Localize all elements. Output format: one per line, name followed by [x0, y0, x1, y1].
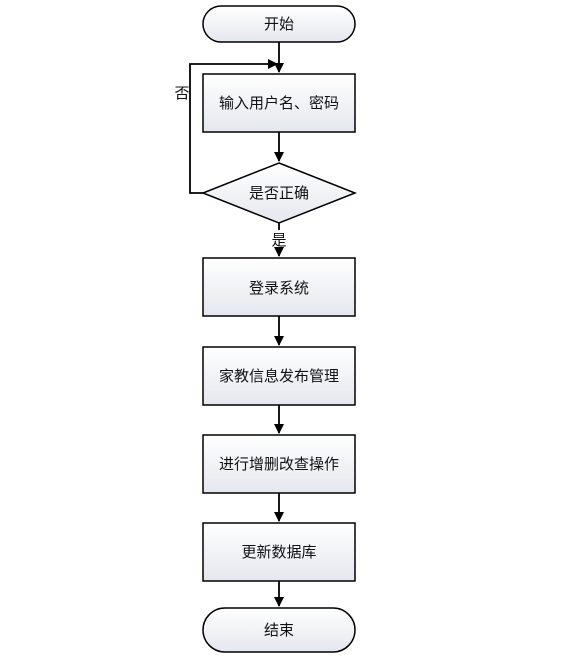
crud-label: 进行增删改查操作	[219, 455, 339, 473]
login-label: 登录系统	[249, 279, 309, 297]
check-node: 是否正确	[200, 162, 358, 224]
edge-yes-label: 是	[271, 231, 286, 249]
end-label: 结束	[264, 621, 294, 639]
update-node: 更新数据库	[202, 522, 356, 582]
manage-node: 家教信息发布管理	[202, 346, 356, 406]
crud-node: 进行增删改查操作	[202, 434, 356, 494]
login-node: 登录系统	[202, 257, 356, 317]
end-node: 结束	[202, 607, 356, 653]
input-label: 输入用户名、密码	[219, 94, 339, 112]
check-label: 是否正确	[249, 184, 309, 202]
start-node: 开始	[202, 5, 356, 43]
start-label: 开始	[264, 15, 294, 33]
manage-label: 家教信息发布管理	[219, 367, 339, 385]
input-node: 输入用户名、密码	[202, 73, 356, 133]
update-label: 更新数据库	[241, 543, 316, 561]
edge-no-label: 否	[174, 84, 189, 102]
edge-no-loop	[189, 59, 278, 194]
